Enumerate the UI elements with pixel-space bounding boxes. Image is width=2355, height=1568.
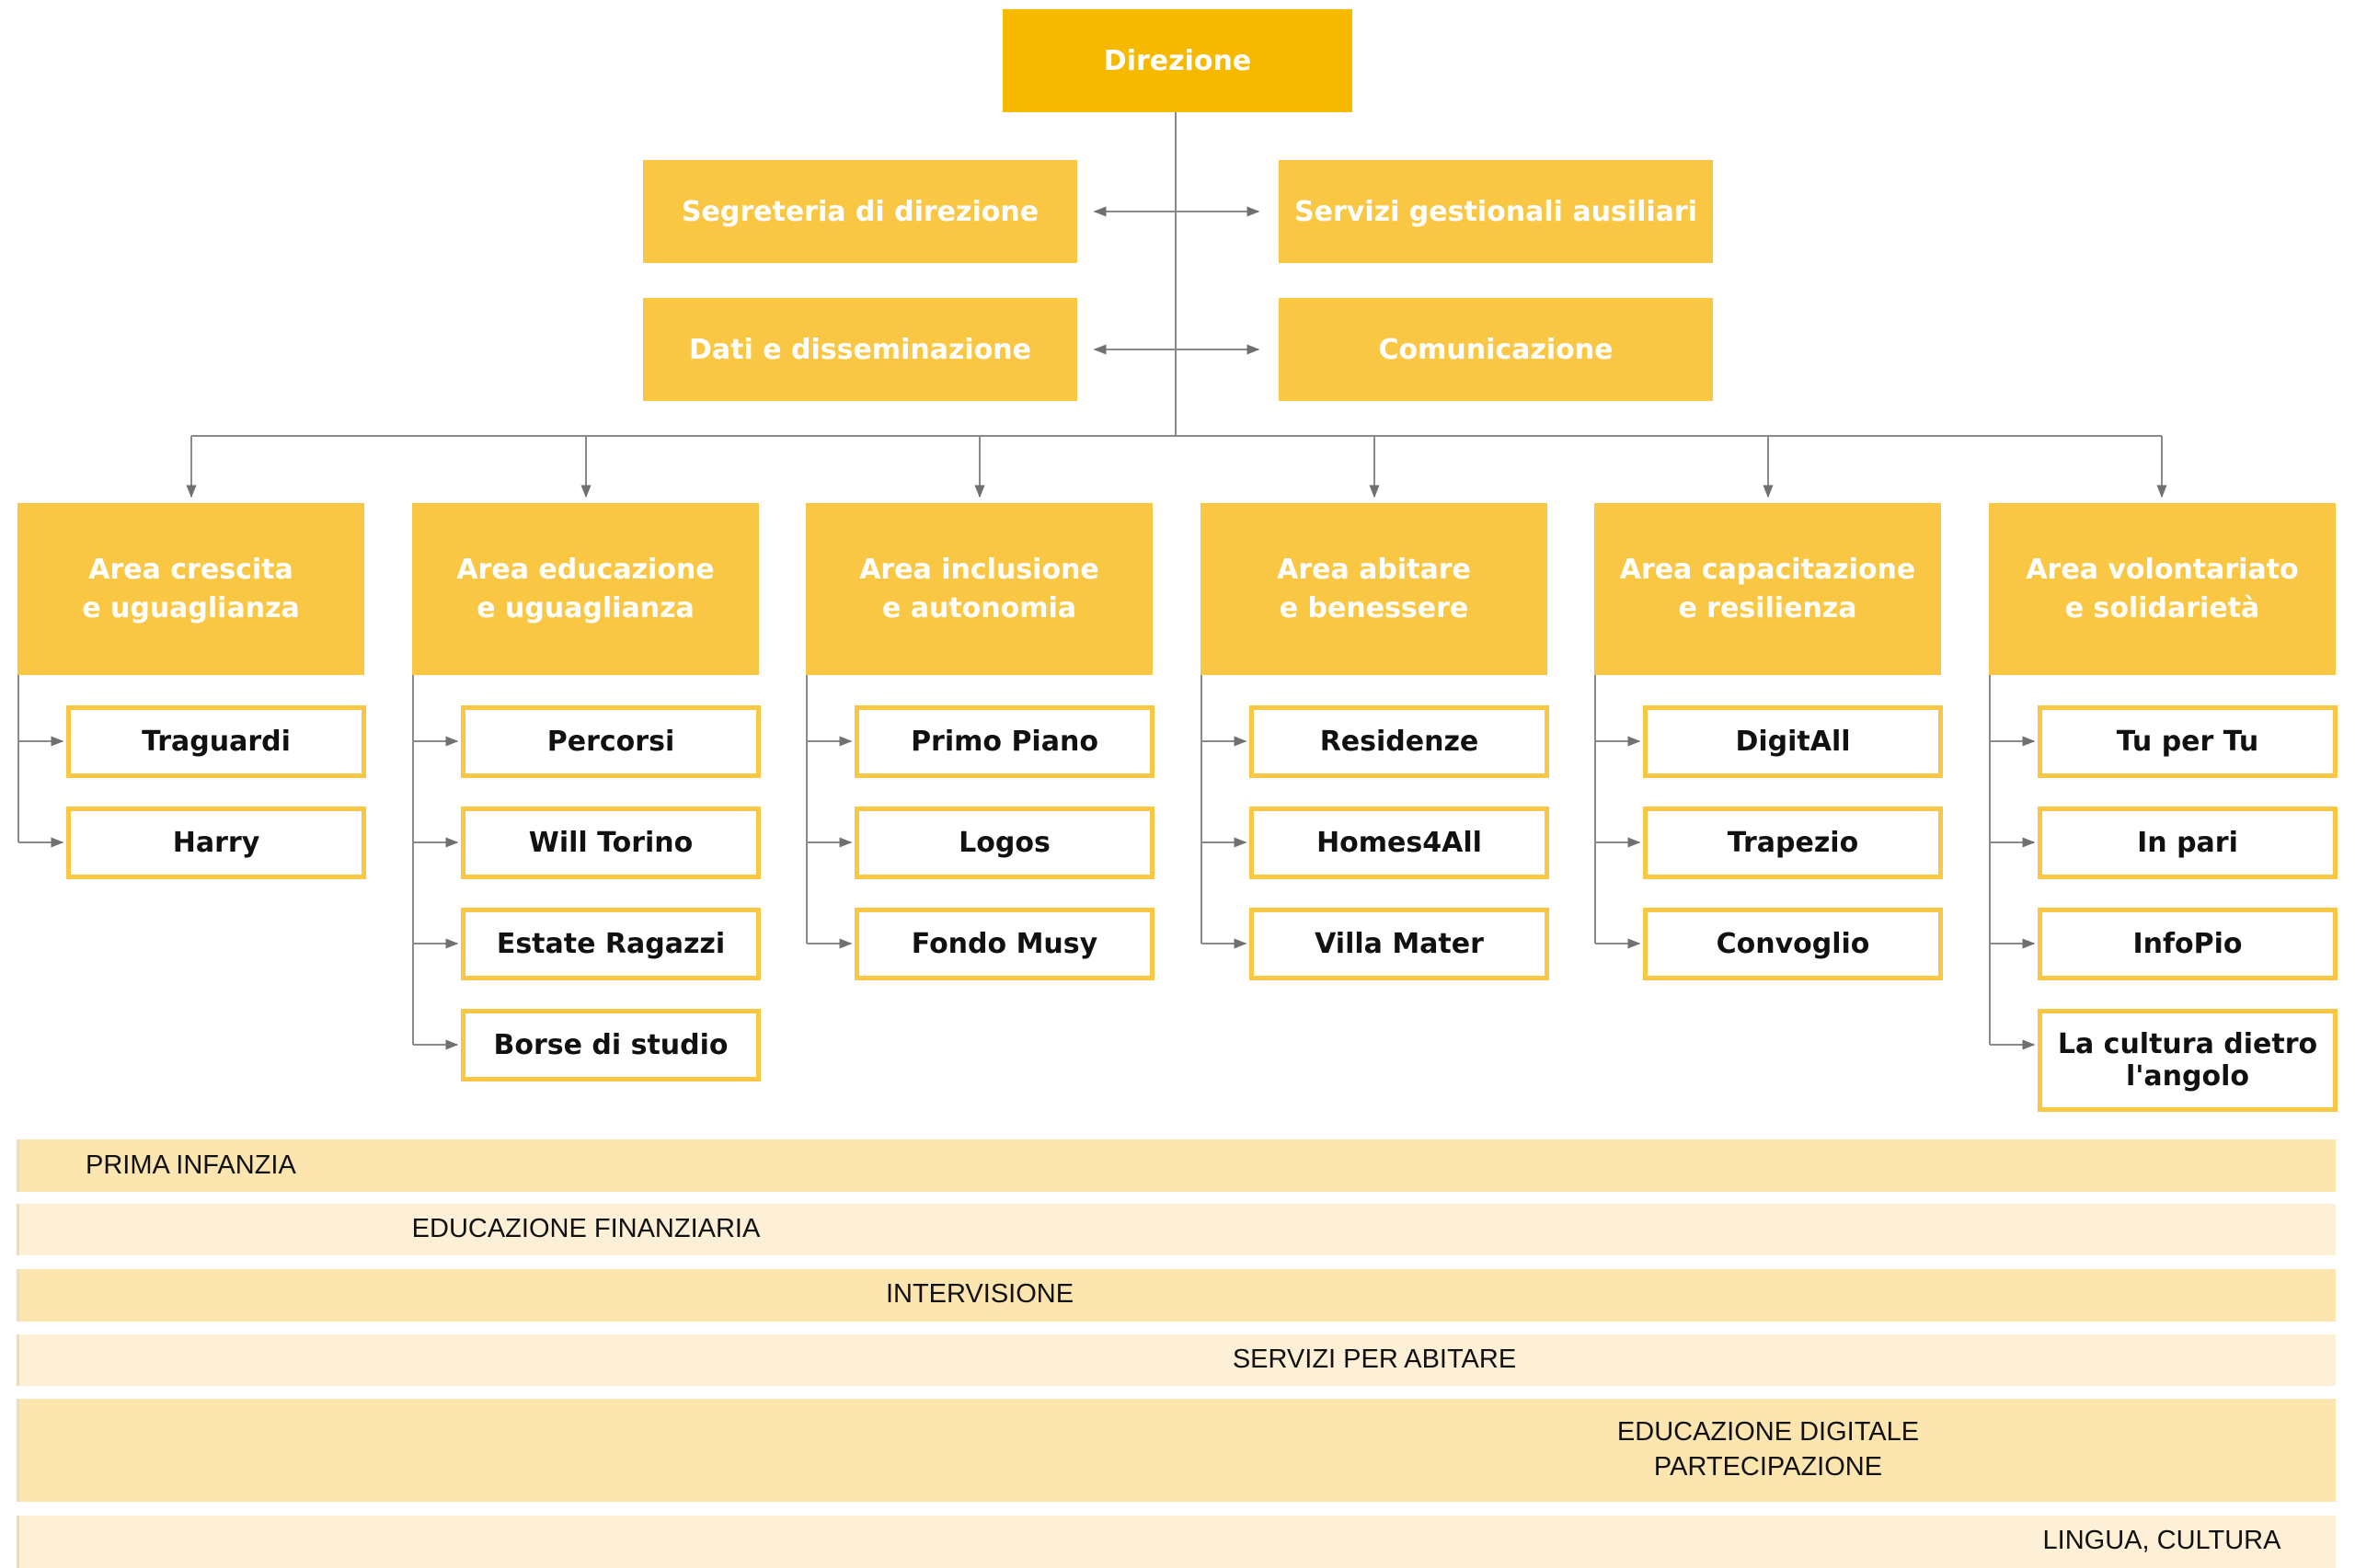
area-volontariato-box: Area volontariato e solidarietà: [1989, 503, 2336, 675]
band-label-servizi-per-abitare: SERVIZI PER ABITARE: [1232, 1345, 1517, 1374]
project-label: Logos: [959, 827, 1051, 859]
project-homes4all-box: Homes4All: [1249, 807, 1549, 879]
project-tu-per-tu-box: Tu per Tu: [2038, 705, 2338, 778]
project-label: In pari: [2137, 827, 2238, 859]
project-label: Traguardi: [142, 726, 291, 758]
direzione-box: Direzione: [1003, 9, 1352, 112]
project-label: Tu per Tu: [2116, 726, 2259, 758]
project-label: Percorsi: [546, 726, 675, 758]
project-label: La cultura dietro l'angolo: [2057, 1028, 2318, 1093]
project-label: Trapezio: [1727, 827, 1859, 859]
band-label-lingua-cultura: LINGUA, CULTURA: [2042, 1526, 2281, 1555]
band-servizi-per-abitare: [17, 1334, 2336, 1386]
area-inclusione-box: Area inclusione e autonomia: [806, 503, 1153, 675]
servizi-gestionali-label: Servizi gestionali ausiliari: [1294, 195, 1697, 228]
area-capacitazione-box: Area capacitazione e resilienza: [1594, 503, 1941, 675]
project-label: Fondo Musy: [911, 928, 1098, 960]
band-label-intervisione: INTERVISIONE: [885, 1279, 1074, 1309]
band-educazione-digitale: [17, 1399, 2336, 1502]
servizi-gestionali-box: Servizi gestionali ausiliari: [1279, 160, 1713, 263]
project-la-cultura-box: La cultura dietro l'angolo: [2038, 1009, 2338, 1112]
project-logos-box: Logos: [855, 807, 1155, 879]
dati-box: Dati e disseminazione: [643, 298, 1077, 401]
band-prima-infanzia: [17, 1139, 2336, 1192]
dati-label: Dati e disseminazione: [688, 333, 1032, 366]
project-residenze-box: Residenze: [1249, 705, 1549, 778]
project-primo-piano-box: Primo Piano: [855, 705, 1155, 778]
project-label: DigitAll: [1735, 726, 1851, 758]
project-will-torino-box: Will Torino: [461, 807, 761, 879]
project-label: Primo Piano: [911, 726, 1098, 758]
band-label-prima-infanzia: PRIMA INFANZIA: [86, 1150, 296, 1180]
band-educazione-finanziaria: [17, 1204, 2336, 1255]
project-borse-di-studio-box: Borse di studio: [461, 1009, 761, 1082]
project-harry-box: Harry: [66, 807, 366, 879]
comunicazione-box: Comunicazione: [1279, 298, 1713, 401]
project-trapezio-box: Trapezio: [1643, 807, 1943, 879]
area-title: Area capacitazione e resilienza: [1619, 553, 1916, 624]
project-label: Residenze: [1319, 726, 1479, 758]
project-label: Homes4All: [1316, 827, 1482, 859]
project-label: Borse di studio: [493, 1029, 729, 1061]
project-label: Estate Ragazzi: [496, 928, 726, 960]
area-crescita-box: Area crescita e uguaglianza: [17, 503, 364, 675]
project-villa-mater-box: Villa Mater: [1249, 908, 1549, 980]
area-title: Area volontariato e solidarietà: [2026, 553, 2299, 624]
project-percorsi-box: Percorsi: [461, 705, 761, 778]
area-abitare-box: Area abitare e benessere: [1200, 503, 1547, 675]
band-lingua-cultura: [17, 1516, 2336, 1568]
project-fondo-musy-box: Fondo Musy: [855, 908, 1155, 980]
project-label: InfoPio: [2132, 928, 2243, 960]
area-title: Area abitare e benessere: [1277, 553, 1471, 624]
area-title: Area educazione e uguaglianza: [456, 553, 715, 624]
segreteria-box: Segreteria di direzione: [643, 160, 1077, 263]
area-title: Area inclusione e autonomia: [859, 553, 1099, 624]
project-in-pari-box: In pari: [2038, 807, 2338, 879]
area-title: Area crescita e uguaglianza: [82, 553, 300, 624]
direzione-label: Direzione: [1103, 44, 1252, 77]
band-label-educazione-finanziaria: EDUCAZIONE FINANZIARIA: [411, 1214, 761, 1243]
band-intervisione: [17, 1269, 2336, 1322]
project-estate-ragazzi-box: Estate Ragazzi: [461, 908, 761, 980]
project-label: Will Torino: [528, 827, 694, 859]
band-label-educazione-digitale: EDUCAZIONE DIGITALE PARTECIPAZIONE: [1616, 1417, 1920, 1482]
project-label: Harry: [172, 827, 260, 859]
project-label: Convoglio: [1716, 928, 1870, 960]
project-label: Villa Mater: [1315, 928, 1484, 960]
segreteria-label: Segreteria di direzione: [681, 195, 1040, 228]
area-educazione-box: Area educazione e uguaglianza: [412, 503, 759, 675]
comunicazione-label: Comunicazione: [1378, 333, 1614, 366]
project-digitall-box: DigitAll: [1643, 705, 1943, 778]
project-convoglio-box: Convoglio: [1643, 908, 1943, 980]
project-traguardi-box: Traguardi: [66, 705, 366, 778]
project-infopio-box: InfoPio: [2038, 908, 2338, 980]
